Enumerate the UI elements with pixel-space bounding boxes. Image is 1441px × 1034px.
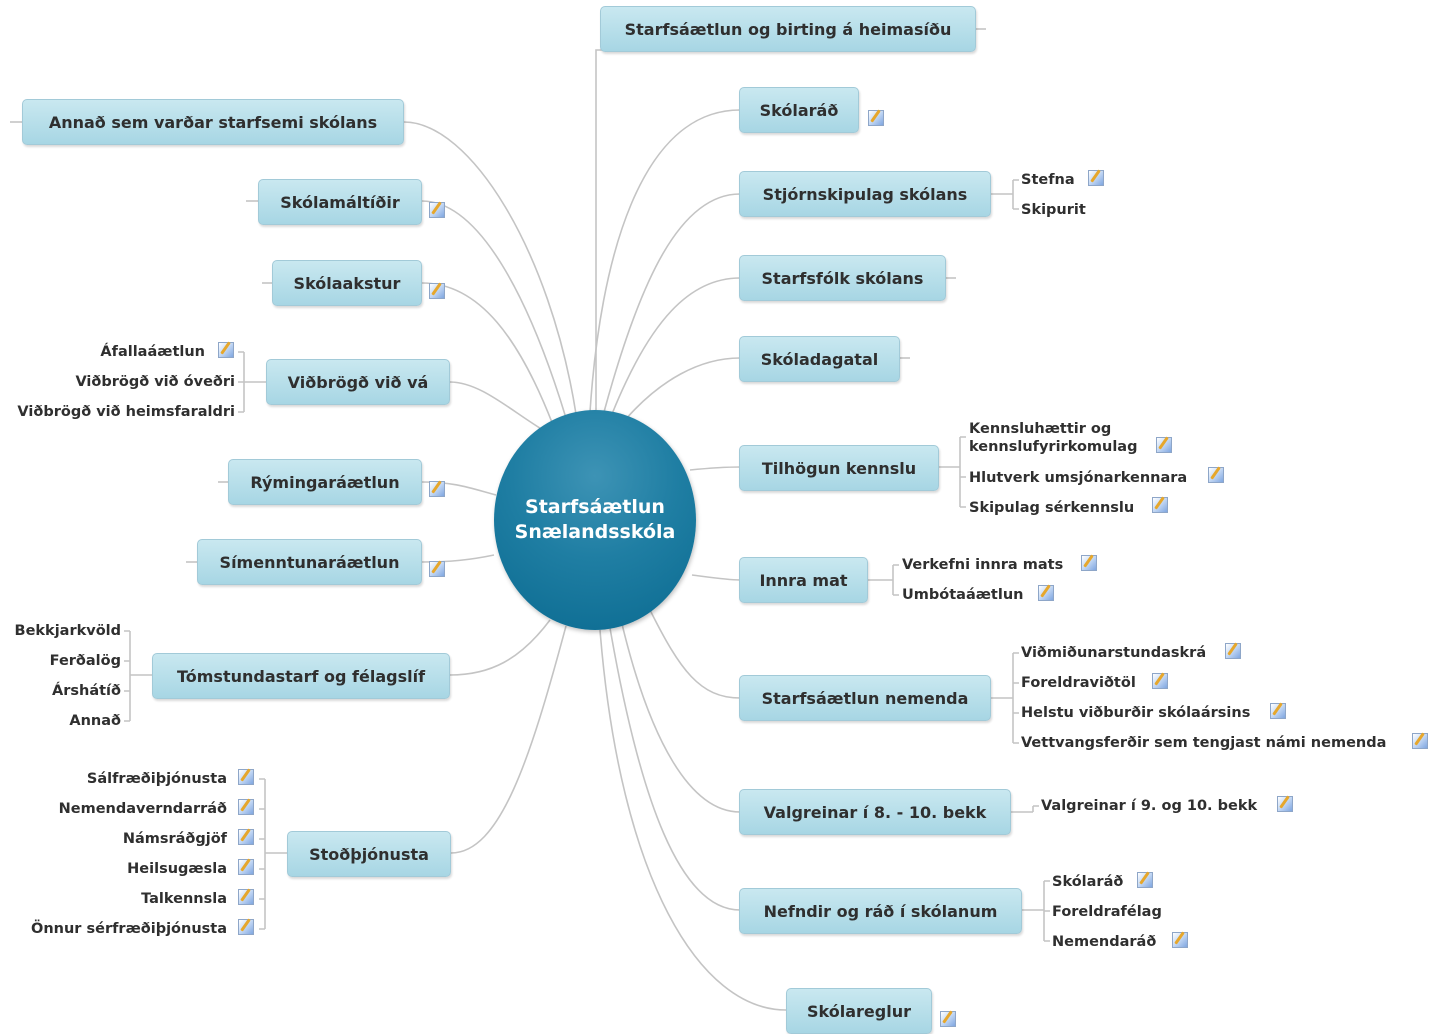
- topic-skolamaltidir[interactable]: Skólamáltíðir: [258, 179, 422, 225]
- subtopic-heimsfaraldur[interactable]: Viðbrögð við heimsfaraldri: [17, 404, 235, 420]
- topic-vidbrogd-vid-va[interactable]: Viðbrögð við vá: [266, 359, 450, 405]
- note-icon[interactable]: [1172, 932, 1188, 948]
- topic-label: Viðbrögð við vá: [287, 372, 429, 392]
- note-icon[interactable]: [1208, 467, 1224, 483]
- note-icon[interactable]: [1225, 643, 1241, 659]
- subtopic-vidmidunarstundaskra[interactable]: Viðmiðunarstundaskrá: [1021, 645, 1207, 661]
- subtopic-ovedur[interactable]: Viðbrögð við óveðri: [75, 374, 235, 390]
- note-icon[interactable]: [1270, 703, 1286, 719]
- topic-stjornskipulag[interactable]: Stjórnskipulag skólans: [739, 171, 991, 217]
- subtopic-nemendaverndarrad[interactable]: Nemendaverndarráð: [58, 801, 227, 817]
- note-icon[interactable]: [1152, 497, 1168, 513]
- note-icon[interactable]: [429, 561, 445, 577]
- topic-label: Skólaakstur: [293, 273, 401, 293]
- subtopic-stefna[interactable]: Stefna: [1021, 172, 1075, 188]
- subtopic-namsradgjof[interactable]: Námsráðgjöf: [122, 831, 227, 847]
- note-icon[interactable]: [238, 829, 254, 845]
- subtopic-hlutverk[interactable]: Hlutverk umsjónarkennara: [969, 470, 1188, 486]
- subtopic-verkefni-innra-mats[interactable]: Verkefni innra mats: [902, 557, 1064, 573]
- subtopic-umbotaaaetlun[interactable]: Umbótaáætlun: [902, 587, 1024, 603]
- note-icon[interactable]: [238, 889, 254, 905]
- subtopic-kennsluhaettir[interactable]: Kennsluhættir og kennslufyrirkomulag: [969, 420, 1137, 456]
- topic-nefndir[interactable]: Nefndir og ráð í skólanum: [739, 888, 1022, 934]
- note-icon[interactable]: [218, 342, 234, 358]
- note-icon[interactable]: [1038, 585, 1054, 601]
- topic-starfsaaetlun-nemenda[interactable]: Starfsáætlun nemenda: [739, 675, 991, 721]
- subtopic-line1: Kennsluhættir og: [969, 421, 1112, 437]
- note-icon[interactable]: [1152, 673, 1168, 689]
- topic-skolarad[interactable]: Skólaráð: [739, 87, 859, 133]
- topic-label: Starfsáætlun og birting á heimasíðu: [624, 19, 952, 39]
- topic-label: Annað sem varðar starfsemi skólans: [48, 112, 378, 132]
- subtopic-arshatid[interactable]: Árshátíð: [52, 683, 121, 699]
- topic-innra-mat[interactable]: Innra mat: [739, 557, 868, 603]
- note-icon[interactable]: [1412, 733, 1428, 749]
- topic-starfsfolk[interactable]: Starfsfólk skólans: [739, 255, 946, 301]
- note-icon[interactable]: [868, 110, 884, 126]
- subtopic-afallaaaetlun[interactable]: Áfallaáætlun: [100, 344, 205, 360]
- note-icon[interactable]: [1137, 872, 1153, 888]
- topic-label: Skólamáltíðir: [280, 192, 400, 212]
- note-icon[interactable]: [238, 769, 254, 785]
- note-icon[interactable]: [429, 202, 445, 218]
- central-topic-line2: Snælandsskóla: [514, 521, 676, 543]
- topic-annad-starfsemi[interactable]: Annað sem varðar starfsemi skólans: [22, 99, 404, 145]
- topic-skolaakstur[interactable]: Skólaakstur: [272, 260, 422, 306]
- subtopic-heilsugaesla[interactable]: Heilsugæsla: [127, 861, 227, 877]
- note-icon[interactable]: [1081, 555, 1097, 571]
- note-icon[interactable]: [1156, 437, 1172, 453]
- note-icon[interactable]: [1088, 170, 1104, 186]
- subtopic-annad[interactable]: Annað: [69, 713, 121, 729]
- topic-label: Valgreinar í 8. - 10. bekk: [763, 802, 987, 822]
- subtopic-helstu-vidburdir[interactable]: Helstu viðburðir skólaársins: [1021, 705, 1251, 721]
- topic-tomstundastarf[interactable]: Tómstundastarf og félagslíf: [152, 653, 450, 699]
- topic-skolareglur[interactable]: Skólareglur: [786, 988, 932, 1034]
- topic-stodthjonusta[interactable]: Stoðþjónusta: [287, 831, 451, 877]
- subtopic-onnur-serfraedithjonusta[interactable]: Önnur sérfræðiþjónusta: [31, 921, 227, 937]
- subtopic-foreldrafelag[interactable]: Foreldrafélag: [1052, 904, 1162, 920]
- subtopic-serkennsla[interactable]: Skipulag sérkennslu: [969, 500, 1135, 516]
- subtopic-line2: kennslufyrirkomulag: [969, 439, 1138, 455]
- topic-label: Nefndir og ráð í skólanum: [763, 901, 998, 921]
- topic-label: Rýmingaráætlun: [250, 472, 400, 492]
- topic-skoladagatal[interactable]: Skóladagatal: [739, 336, 900, 382]
- subtopic-vettvangsferdir[interactable]: Vettvangsferðir sem tengjast námi nemend…: [1021, 735, 1387, 751]
- note-icon[interactable]: [238, 919, 254, 935]
- subtopic-ferdalog[interactable]: Ferðalög: [49, 653, 121, 669]
- central-topic-line1: Starfsáætlun: [525, 496, 665, 518]
- subtopic-skipurit[interactable]: Skipurit: [1021, 202, 1086, 218]
- topic-label: Tómstundastarf og félagslíf: [176, 666, 426, 686]
- note-icon[interactable]: [940, 1011, 956, 1027]
- topic-label: Skólareglur: [807, 1001, 911, 1021]
- topic-label: Tilhögun kennslu: [761, 458, 917, 478]
- subtopic-salfraedithjonusta[interactable]: Sálfræðiþjónusta: [86, 771, 227, 787]
- note-icon[interactable]: [429, 481, 445, 497]
- topic-label: Starfsáætlun nemenda: [761, 688, 969, 708]
- topic-label: Símenntunaráætlun: [219, 552, 400, 572]
- subtopic-skolarad[interactable]: Skólaráð: [1052, 874, 1124, 890]
- topic-label: Starfsfólk skólans: [761, 268, 924, 288]
- topic-valgreinar[interactable]: Valgreinar í 8. - 10. bekk: [739, 789, 1011, 835]
- topic-label: Innra mat: [759, 570, 848, 590]
- central-topic[interactable]: Starfsáætlun Snælandsskóla: [494, 410, 696, 630]
- subtopic-foreldravidtol[interactable]: Foreldraviðtöl: [1021, 675, 1136, 691]
- topic-tilhogun-kennslu[interactable]: Tilhögun kennslu: [739, 445, 939, 491]
- topic-rymingaraaetlun[interactable]: Rýmingaráætlun: [228, 459, 422, 505]
- topic-label: Skólaráð: [759, 100, 839, 120]
- subtopic-bekkjarkvold[interactable]: Bekkjarkvöld: [14, 623, 121, 639]
- subtopic-nemendarad[interactable]: Nemendaráð: [1052, 934, 1157, 950]
- topic-label: Skóladagatal: [760, 349, 879, 369]
- topic-label: Stoðþjónusta: [309, 844, 429, 864]
- note-icon[interactable]: [429, 283, 445, 299]
- subtopic-talkennsla[interactable]: Talkennsla: [141, 891, 227, 907]
- note-icon[interactable]: [238, 859, 254, 875]
- topic-simenntunaraaetlun[interactable]: Símenntunaráætlun: [197, 539, 422, 585]
- note-icon[interactable]: [1277, 796, 1293, 812]
- topic-birting[interactable]: Starfsáætlun og birting á heimasíðu: [600, 6, 976, 52]
- topic-label: Stjórnskipulag skólans: [762, 184, 968, 204]
- note-icon[interactable]: [238, 799, 254, 815]
- subtopic-valgreinar-9-10[interactable]: Valgreinar í 9. og 10. bekk: [1041, 798, 1258, 814]
